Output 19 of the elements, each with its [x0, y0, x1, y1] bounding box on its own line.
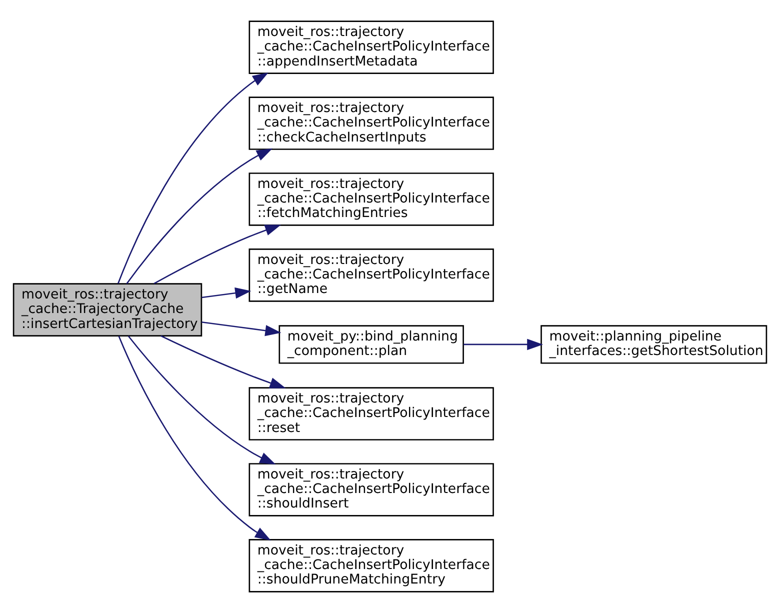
node-box: moveit_ros::trajectory _cache::CacheInsertPolicyInterface ::fetchMatchingEntries	[248, 172, 494, 226]
arrow	[117, 72, 268, 284]
node-box: moveit_ros::trajectory _cache::CacheInsertPolicyInterface ::checkCacheInsertInputs	[248, 96, 494, 150]
node-box: moveit_ros::trajectory _cache::TrajectoryCache ::insertCartesianTrajectory	[12, 283, 202, 336]
arrow	[128, 336, 276, 465]
node-box: moveit::planning_pipeline _interfaces::getShortestSolution	[540, 325, 768, 364]
arrow	[154, 224, 282, 284]
arrow	[464, 338, 544, 350]
node-box: moveit_ros::trajectory _cache::CacheInsertPolicyInterface ::shouldInsert	[248, 463, 494, 516]
node-box: moveit_ros::trajectory _cache::CacheInsertPolicyInterface ::appendInsertMetadata	[248, 20, 494, 74]
arrow	[202, 321, 282, 336]
arrow	[126, 148, 273, 284]
node-box: moveit_ros::trajectory _cache::CacheInsertPolicyInterface ::getName	[248, 248, 494, 302]
node-box: moveit_ros::trajectory _cache::CacheInsertPolicyInterface ::shouldPruneMatchingEntry	[248, 539, 494, 592]
arrow	[118, 336, 271, 540]
arrow	[160, 335, 286, 388]
arrow	[202, 287, 252, 299]
node-box: moveit_py::bind_planning _component::plan	[278, 325, 464, 364]
node-box: moveit_ros::trajectory _cache::CacheInsertPolicyInterface ::reset	[248, 387, 494, 440]
